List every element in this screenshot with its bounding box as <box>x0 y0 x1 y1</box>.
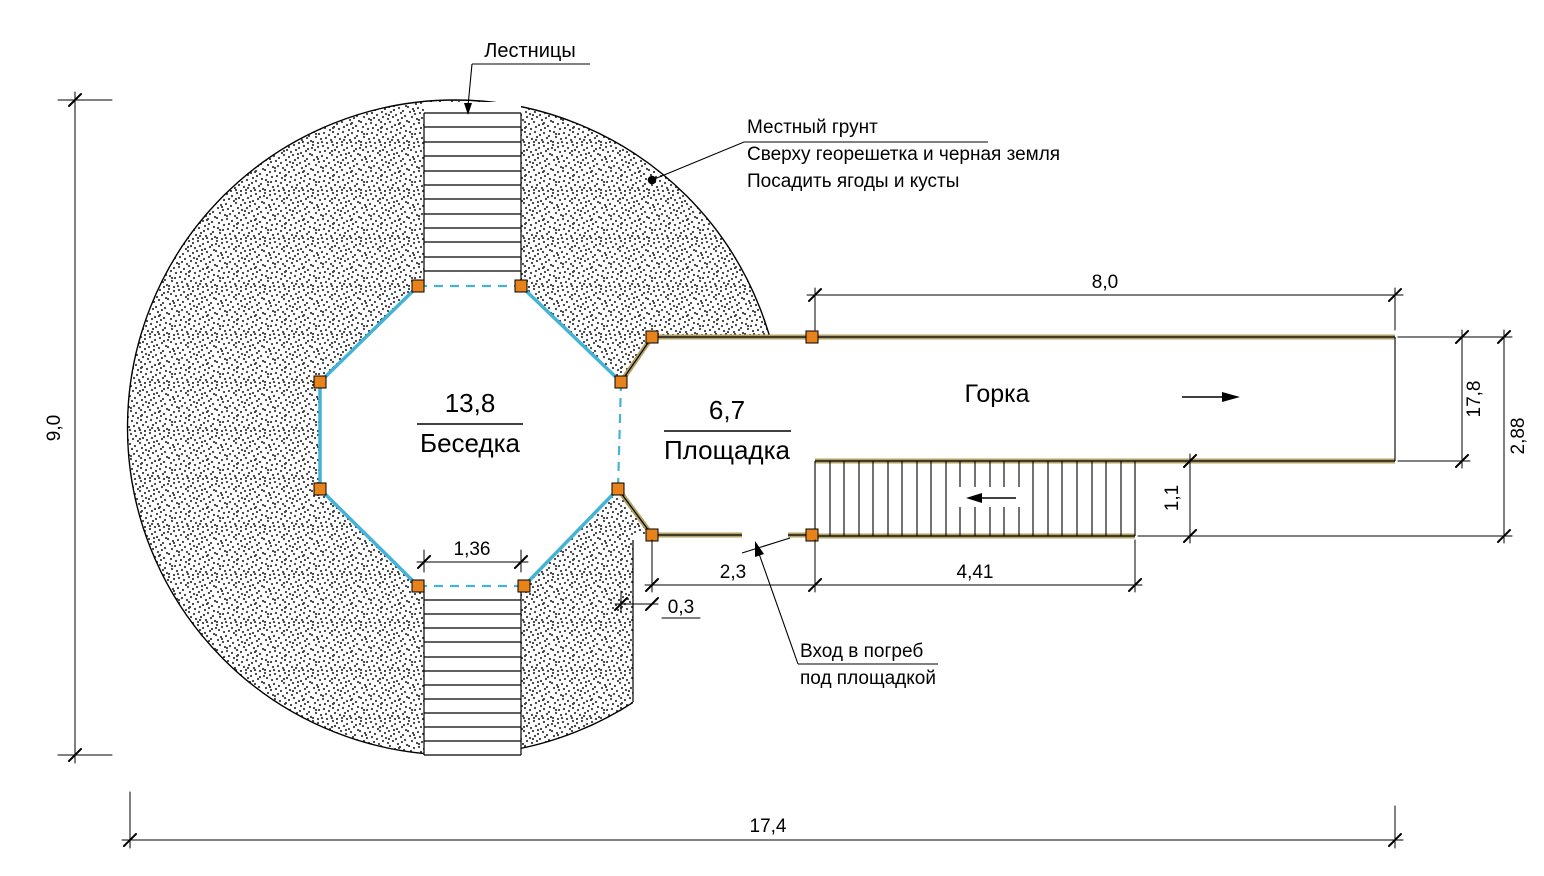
posts <box>313 279 819 593</box>
cellar-hatch-line <box>741 537 791 554</box>
dim-stair-opening: 1,36 <box>416 539 529 573</box>
dim-slide-length: 8,0 <box>806 272 1404 331</box>
platform-label: 6,7 Площадка <box>664 395 791 465</box>
ground-note-line3: Посадить ягоды и кусты <box>747 171 959 192</box>
post <box>645 330 659 344</box>
gazebo-openings <box>418 284 623 588</box>
dim-stair-run-length-label: 4,41 <box>957 562 994 583</box>
slide-name: Горка <box>964 380 1029 408</box>
leader-arrow-icon <box>755 541 764 557</box>
stairs-direction-arrow <box>966 493 1016 503</box>
dim-right-total-height-label: 2,88 <box>1508 418 1529 455</box>
cellar-note: Вход в погреб под площадкой <box>755 541 938 689</box>
post <box>411 579 425 593</box>
gazebo-floor <box>320 286 621 586</box>
gazebo-area-name: Беседка <box>420 428 521 458</box>
post <box>645 528 659 542</box>
dim-platform-length-label: 2,3 <box>720 562 746 583</box>
dim-platform-and-stair-run: 2,3 4,41 <box>644 539 1143 593</box>
post <box>313 482 327 496</box>
gazebo-label: 13,8 Беседка <box>417 388 523 458</box>
arrow-backing <box>950 487 1024 507</box>
slide-label: Горка <box>964 380 1029 408</box>
dim-stair-opening-label: 1,36 <box>454 539 491 560</box>
dim-total-height-label: 9,0 <box>44 415 65 441</box>
post <box>614 375 628 389</box>
dim-right-total-height: 2,88 <box>1139 329 1529 544</box>
post <box>611 482 625 496</box>
callouts: Лестницы Местный грунт Сверху георешетка… <box>417 40 1060 689</box>
slide-direction-arrow <box>1182 392 1240 402</box>
dim-slide-width: 17,8 <box>1397 329 1485 469</box>
dim-edge-offset-label: 0,3 <box>668 597 694 618</box>
post <box>514 279 528 293</box>
post <box>517 579 531 593</box>
dim-slide-width-label: 17,8 <box>1464 381 1485 418</box>
post <box>805 330 819 344</box>
ground-note: Местный грунт Сверху георешетка и черная… <box>647 117 1060 192</box>
gazebo-stairs-top <box>423 112 522 286</box>
cellar-note-line2: под площадкой <box>800 668 936 689</box>
dim-stair-run-width: 1,1 <box>1137 453 1199 544</box>
dim-total-width-label: 17,4 <box>750 816 787 837</box>
leader-dot-icon <box>647 175 657 185</box>
stairs-callout-label: Лестницы <box>484 40 575 62</box>
dim-total-height: 9,0 <box>44 91 113 764</box>
ground-note-line2: Сверху георешетка и черная земля <box>747 144 1060 165</box>
dimensions: 8,0 17,8 2,88 1,1 2,3 4,41 0,3 <box>44 91 1529 849</box>
post <box>411 279 425 293</box>
platform-slide-structure <box>615 334 1396 554</box>
platform-area-value: 6,7 <box>709 395 745 425</box>
gazebo-area-value: 13,8 <box>445 388 496 418</box>
platform-area-name: Площадка <box>664 435 791 465</box>
leader-arrow-icon <box>464 103 472 115</box>
gazebo-stairs-bottom <box>423 586 522 756</box>
stairs-callout: Лестницы <box>464 40 590 115</box>
dim-edge-offset: 0,3 <box>614 590 701 619</box>
post <box>805 528 819 542</box>
cellar-note-line1: Вход в погреб <box>800 641 923 662</box>
ground-note-line1: Местный грунт <box>747 117 878 138</box>
dim-total-width: 17,4 <box>121 791 1404 849</box>
platform-floor <box>618 337 812 535</box>
slide-stairs <box>814 461 1136 536</box>
dim-slide-length-label: 8,0 <box>1092 272 1118 293</box>
gazebo-walls <box>318 284 623 588</box>
post <box>313 375 327 389</box>
dim-stair-run-width-label: 1,1 <box>1162 485 1183 511</box>
